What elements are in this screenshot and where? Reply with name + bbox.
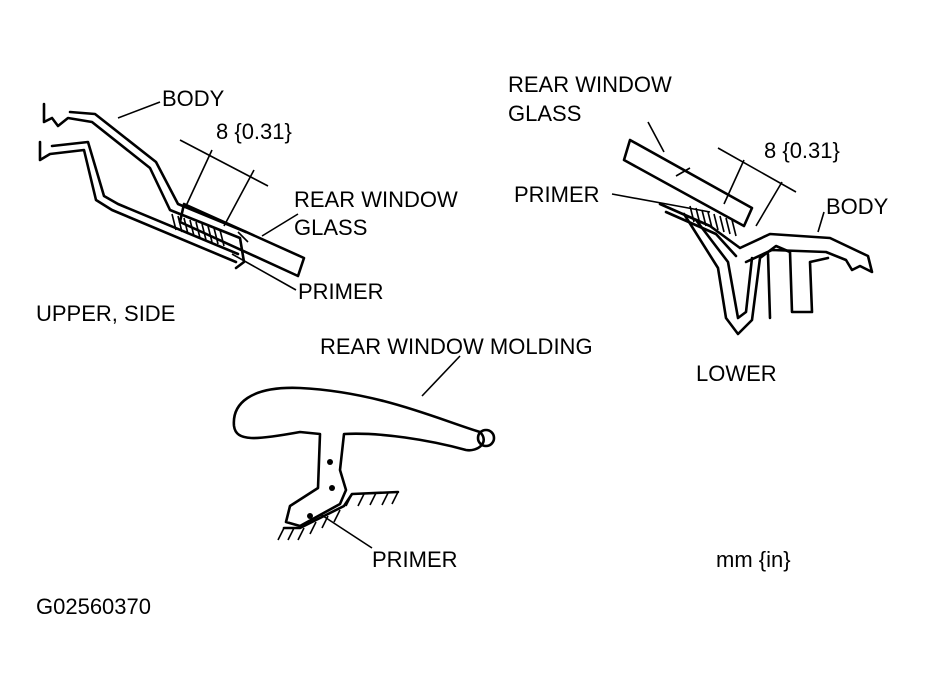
molding-surface-hatch [277,490,400,541]
molding-primer-label: PRIMER [372,547,458,572]
lower-u-channel [682,212,830,336]
lower-caption: LOWER [696,361,777,386]
upper-side-caption: UPPER, SIDE [36,301,175,326]
lower-primer-hatch [689,205,737,237]
upper-glass-label-2: GLASS [294,215,367,240]
upper-glass [178,202,306,278]
lower-glass-label-1: REAR WINDOW [508,72,672,97]
lower-glass [622,138,754,228]
lower-glass-label-2: GLASS [508,101,581,126]
molding-lip [476,428,496,448]
upper-primer-label: PRIMER [298,279,384,304]
upper-glass-label-1: REAR WINDOW [294,187,458,212]
units-label: mm {in} [716,547,791,572]
lower-section [611,121,874,336]
lower-body-inner [664,210,738,258]
upper-body-panel-inner [68,110,248,234]
upper-body-lower [38,140,238,264]
lower-dimension: 8 {0.31} [764,138,840,163]
figure-id: G02560370 [36,594,151,619]
lower-body-label: BODY [826,194,889,219]
upper-body-label: BODY [162,86,225,111]
molding-section [232,355,496,549]
lower-body-panel [658,202,874,274]
upper-dimension: 8 {0.31} [216,119,292,144]
lower-primer-label: PRIMER [514,182,600,207]
upper-side-section [38,101,306,291]
upper-primer-hatch [171,213,225,247]
molding-label: REAR WINDOW MOLDING [320,334,593,359]
molding-profile [232,386,485,528]
upper-body-panel [42,102,246,270]
upper-body-lower-inner [50,140,240,256]
